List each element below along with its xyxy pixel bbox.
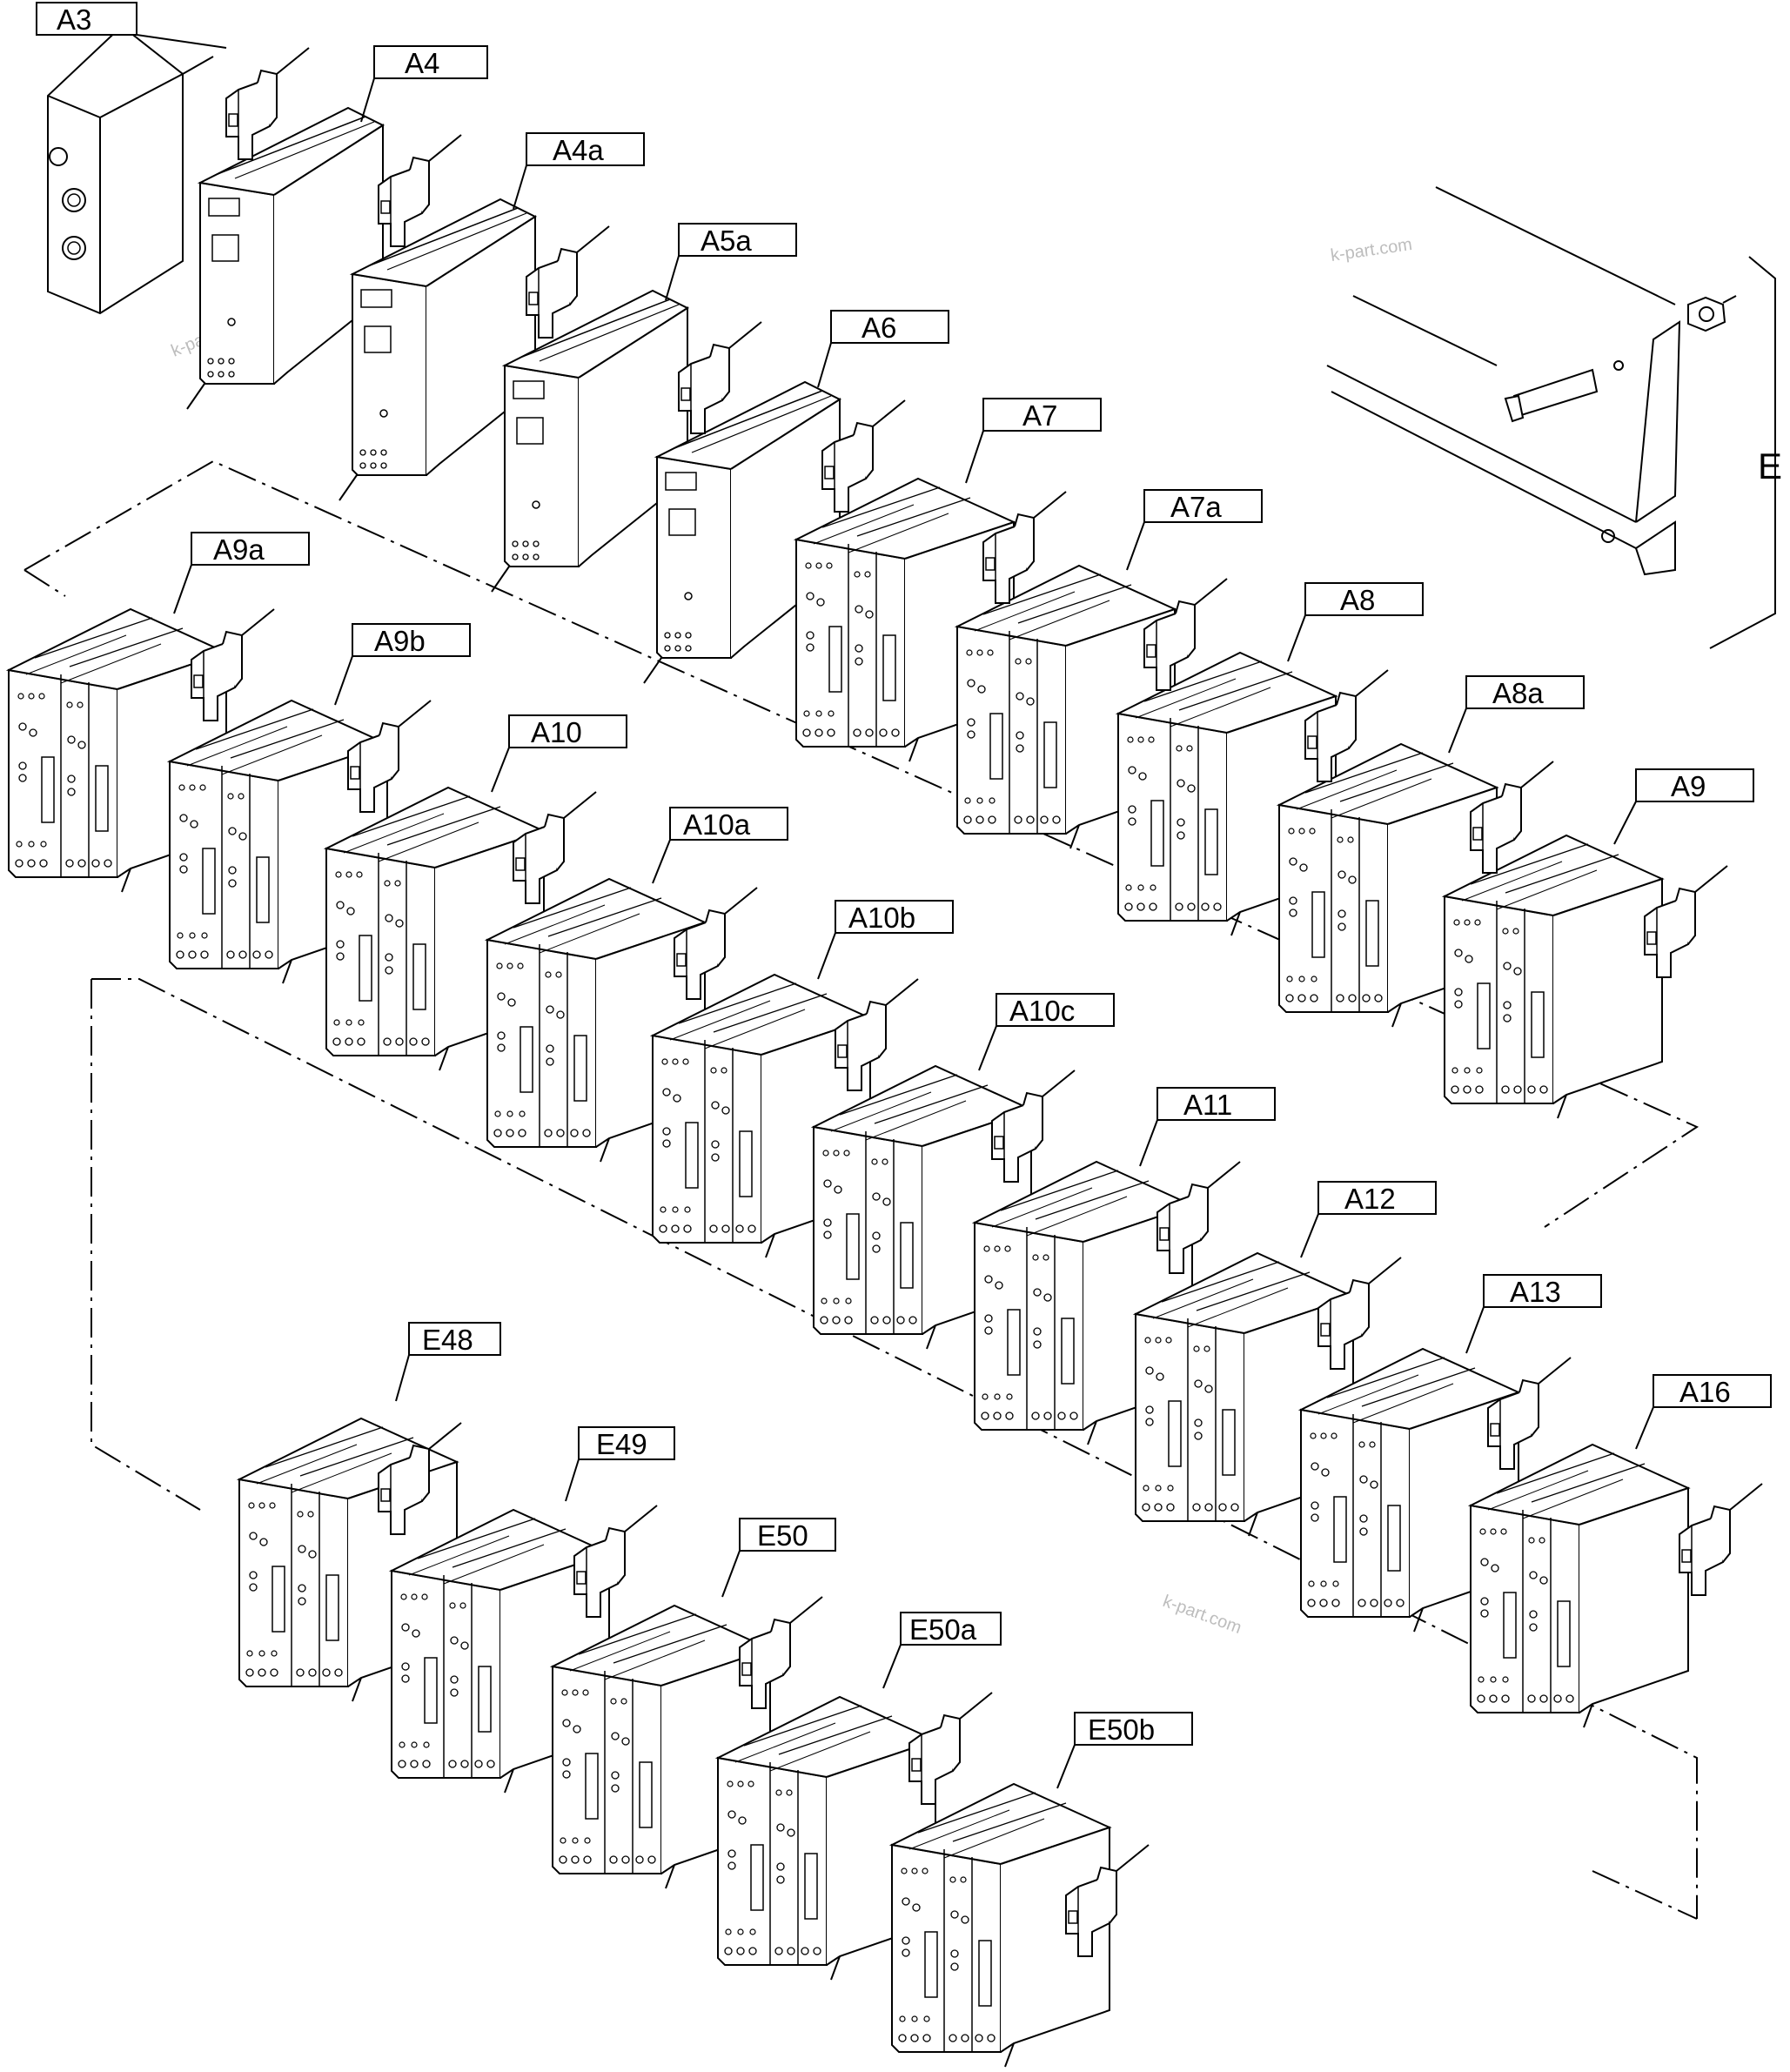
watermark: k-part.com <box>1330 235 1414 265</box>
boundary-row-e <box>1592 1870 1698 1920</box>
label-A11: A11 <box>1183 1089 1232 1121</box>
group-boundaries <box>23 459 1699 1920</box>
label-E50b: E50b <box>1088 1713 1155 1746</box>
boundary-row-a10-top <box>91 978 1698 1919</box>
label-A6: A6 <box>861 312 896 344</box>
label-A9a: A9a <box>213 533 265 566</box>
clip <box>1156 1161 1241 1274</box>
label-A4: A4 <box>405 47 439 79</box>
label-E50: E50 <box>757 1519 808 1552</box>
label-E48: E48 <box>422 1324 473 1356</box>
boundary-row-a9 <box>23 459 1699 1228</box>
detail-E <box>1326 186 1776 649</box>
clip <box>1487 1357 1572 1470</box>
label-A4a: A4a <box>553 134 604 166</box>
watermark: k-part.com <box>1160 1592 1244 1638</box>
label-A13: A13 <box>1510 1276 1561 1308</box>
label-A7: A7 <box>1022 399 1057 432</box>
label-E49: E49 <box>596 1428 647 1460</box>
label-A8: A8 <box>1340 584 1375 616</box>
label-A10c: A10c <box>1009 995 1075 1027</box>
label-A10: A10 <box>531 716 582 748</box>
detail-label-E: E <box>1758 446 1782 486</box>
label-A12: A12 <box>1344 1183 1396 1215</box>
callouts: A3 A4 A4a A5a A6 A7 A7a A8 A8a A9 A9a <box>36 2 1772 1789</box>
boundary-row-a10 <box>91 979 201 1511</box>
part-A3 <box>47 24 214 315</box>
label-A10b: A10b <box>848 902 915 934</box>
clip <box>573 1505 658 1618</box>
clip <box>674 887 758 1000</box>
clip <box>991 1070 1076 1183</box>
clip <box>513 791 597 904</box>
clip <box>191 608 275 721</box>
label-A3: A3 <box>57 3 91 36</box>
boundary-row-a9-tail <box>23 569 66 597</box>
label-E50a: E50a <box>909 1613 977 1646</box>
label-A16: A16 <box>1679 1376 1731 1408</box>
clip <box>1679 1483 1763 1596</box>
clip <box>739 1596 823 1709</box>
label-A5a: A5a <box>701 225 752 257</box>
clip <box>835 978 919 1091</box>
clip <box>1317 1257 1402 1370</box>
label-A10a: A10a <box>683 808 751 841</box>
clip <box>908 1692 993 1805</box>
label-A9: A9 <box>1671 770 1706 802</box>
label-A9b: A9b <box>374 625 426 657</box>
clip <box>347 700 432 813</box>
label-A7a: A7a <box>1170 491 1222 523</box>
label-A8a: A8a <box>1492 677 1544 709</box>
